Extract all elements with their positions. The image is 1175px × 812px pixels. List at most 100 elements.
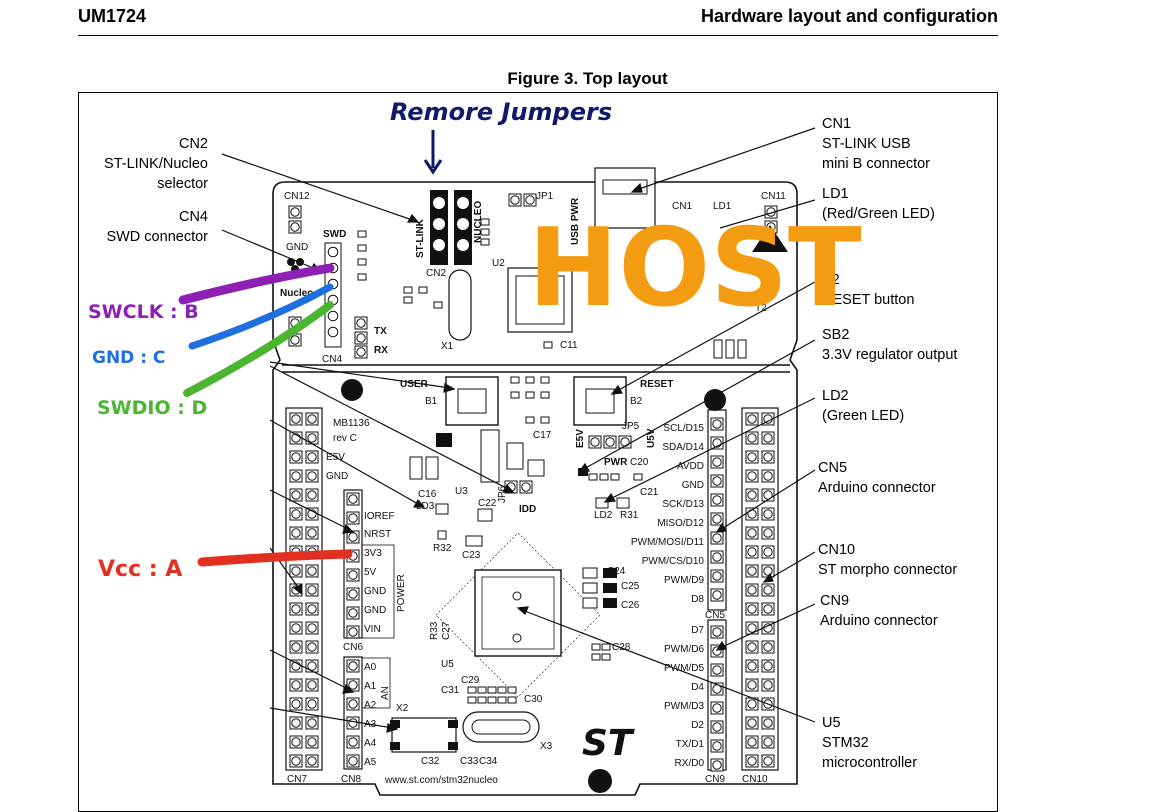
silk-c26: C26 xyxy=(621,600,640,611)
cn2-jumpers: ST-LINK NUCLEO CN2 xyxy=(415,190,484,279)
header-rule xyxy=(78,35,998,36)
header-pin xyxy=(289,716,303,730)
callout-cn4: CN4 SWD connector xyxy=(106,209,208,245)
silk-c17: C17 xyxy=(533,430,552,441)
silk-a4: A4 xyxy=(364,738,377,749)
header-pin xyxy=(745,450,759,464)
header-pin xyxy=(289,640,303,654)
header-pin xyxy=(761,507,775,521)
header-pin xyxy=(710,663,724,677)
header-pin xyxy=(761,754,775,768)
silk-ld3: LD3 xyxy=(416,501,435,512)
silk-a1: A1 xyxy=(364,681,377,692)
callout-cn2: CN2 ST-LINK/Nucleo selector xyxy=(104,136,208,192)
button-b1: USER B1 xyxy=(400,376,499,426)
header-pin xyxy=(346,587,360,601)
header-pin xyxy=(305,754,319,768)
silk-x2: X2 xyxy=(396,703,409,714)
silk-vin: VIN xyxy=(364,624,381,635)
silk-gnd-left: GND xyxy=(326,471,348,482)
header-pin xyxy=(346,735,360,749)
header-pin xyxy=(710,531,724,545)
silk-cn8: CN8 xyxy=(341,774,361,785)
silk-gnd-3: GND xyxy=(682,480,704,491)
silk-r32: R32 xyxy=(433,543,452,554)
header-pin xyxy=(289,450,303,464)
silk-c11: C11 xyxy=(560,340,578,351)
silk-cn4: CN4 xyxy=(322,354,342,365)
header-pin xyxy=(710,493,724,507)
st-logo: ST xyxy=(582,723,635,764)
header-pin xyxy=(710,588,724,602)
silk-x3: X3 xyxy=(540,741,553,752)
silk-c16: C16 xyxy=(418,489,437,500)
cn10-morpho-header: CN10 xyxy=(741,407,779,785)
header-pin xyxy=(346,511,360,525)
silk-cn7: CN7 xyxy=(287,774,307,785)
mount-hole xyxy=(588,769,612,793)
left-bottom-components: C16 U3 C17 JP6 IDD LD3 C22 R32 C23 xyxy=(409,429,552,561)
silk-rx: RX xyxy=(374,345,388,356)
silk-cn1: CN1 xyxy=(672,201,692,212)
header-pin xyxy=(745,678,759,692)
header-pin xyxy=(289,602,303,616)
silk-nucleo: Nucleo xyxy=(280,288,313,299)
silk-d8: D8 xyxy=(691,594,704,605)
silk-nrst: NRST xyxy=(364,529,391,540)
silk-jp6: JP6 xyxy=(497,485,508,503)
silk-c25: C25 xyxy=(621,581,640,592)
silk-cn2: CN2 xyxy=(426,268,446,279)
header-pin xyxy=(761,431,775,445)
remove-jumpers-note: Remore Jumpers xyxy=(390,98,612,126)
silk-idd: IDD xyxy=(519,504,536,515)
header-pin xyxy=(710,625,724,639)
handwritten-annotations: Remore Jumpers HOST SWCLK : B GND : C SW… xyxy=(88,98,862,582)
silk-pwr: PWR xyxy=(604,457,628,468)
header-pin xyxy=(761,564,775,578)
x2-x3-crystals: X2 C32 X3 C33 C34 xyxy=(390,703,553,767)
header-pin xyxy=(710,512,724,526)
silk-c34: C34 xyxy=(479,756,498,767)
led-row xyxy=(713,339,747,359)
header-pin xyxy=(761,526,775,540)
header-pin xyxy=(346,697,360,711)
header-pin xyxy=(761,469,775,483)
silk-r33: R33 xyxy=(429,621,440,640)
silk-cn12: CN12 xyxy=(284,191,310,202)
silk-e5v: E5V xyxy=(575,429,586,448)
header-pin xyxy=(305,602,319,616)
x1-crystal: X1 xyxy=(441,269,472,352)
silk-an: AN xyxy=(380,686,391,700)
header-pin xyxy=(346,568,360,582)
silk-5v: 5V xyxy=(364,567,377,578)
header-pin xyxy=(761,659,775,673)
silk-reset: RESET xyxy=(640,379,673,390)
header-pin xyxy=(346,659,360,673)
header-pin xyxy=(761,716,775,730)
header-pin xyxy=(289,754,303,768)
silk-user: USER xyxy=(400,379,429,390)
header-pin xyxy=(305,412,319,426)
silk-ld1: LD1 xyxy=(713,201,732,212)
header-pin xyxy=(710,436,724,450)
header-pin xyxy=(745,412,759,426)
silk-jp1: JP1 xyxy=(536,191,554,202)
callout-leaders xyxy=(221,127,816,733)
header-pin xyxy=(710,758,724,772)
figure-title: Figure 3. Top layout xyxy=(507,69,668,88)
silk-ld2: LD2 xyxy=(594,510,613,521)
silk-sck: SCK/D13 xyxy=(662,499,704,510)
header-pin xyxy=(745,659,759,673)
header-pin xyxy=(289,678,303,692)
header-pin xyxy=(305,583,319,597)
callout-cn10: CN10 ST morpho connector xyxy=(818,542,958,578)
header-pin xyxy=(305,564,319,578)
header-pin xyxy=(289,564,303,578)
silk-gnd-1: GND xyxy=(364,586,386,597)
header-pin xyxy=(305,735,319,749)
header-pin xyxy=(305,640,319,654)
cn9-arduino-header: CN9 xyxy=(705,619,727,785)
cn7-morpho-header: CN7 E5V GND xyxy=(285,407,348,785)
header-pin xyxy=(346,754,360,768)
